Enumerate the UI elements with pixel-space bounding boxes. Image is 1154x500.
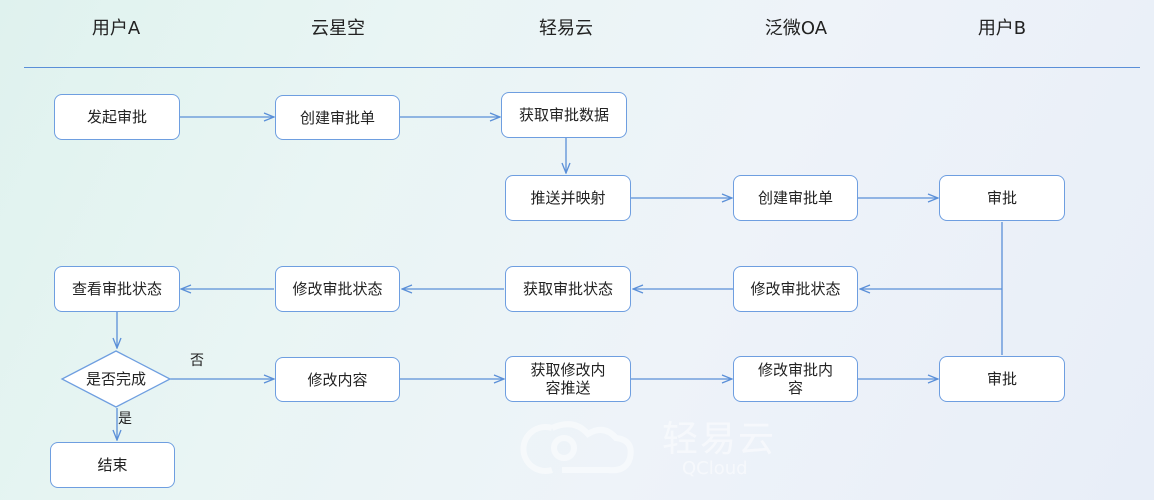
- decision-label: 是否完成: [85, 370, 146, 388]
- decision-diamond: [60, 350, 172, 408]
- qcloud-logo-icon: [520, 421, 634, 474]
- node-fetch-mod-push-line1: 获取修改内: [530, 361, 606, 379]
- node-get-status: 获取审批状态: [505, 266, 631, 312]
- lane-title-fanwei-oa: 泛微OA: [764, 18, 828, 39]
- lane-title-qingyiyun: 轻易云: [539, 18, 593, 39]
- node-end: 结束: [50, 442, 175, 488]
- node-start-approval: 发起审批: [54, 94, 180, 140]
- node-modify-status-yxk: 修改审批状态: [275, 266, 400, 312]
- node-modify-content: 修改内容: [275, 357, 400, 402]
- node-modify-approval-content-line1: 修改审批内: [757, 361, 833, 379]
- header-divider: [24, 67, 1140, 68]
- node-approve-1: 审批: [939, 175, 1065, 221]
- node-modify-approval-content-line2: 容: [787, 379, 803, 397]
- watermark-text: 轻易云: [662, 419, 777, 460]
- lane-title-user-b: 用户B: [977, 18, 1027, 39]
- node-fetch-mod-push-line2: 容推送: [545, 379, 591, 397]
- node-push-and-map: 推送并映射: [505, 175, 631, 221]
- node-modify-status-fw: 修改审批状态: [733, 266, 858, 312]
- node-modify-approval-content: 修改审批内 容: [733, 356, 858, 402]
- node-create-approval-yxk: 创建审批单: [275, 95, 400, 140]
- edge-label-yes: 是: [118, 411, 132, 427]
- node-fetch-mod-push: 获取修改内 容推送: [505, 356, 631, 402]
- watermark-subtext: QCloud: [682, 458, 748, 479]
- edge-label-no: 否: [190, 353, 204, 369]
- node-approve-2: 审批: [939, 356, 1065, 402]
- node-create-approval-fw: 创建审批单: [733, 175, 858, 221]
- qcloud-watermark: 轻易云 QCloud: [512, 408, 802, 488]
- lane-title-user-a: 用户A: [91, 18, 141, 39]
- node-fetch-approval-data: 获取审批数据: [501, 92, 627, 138]
- node-view-status: 查看审批状态: [54, 266, 180, 312]
- lane-title-yunxingkong: 云星空: [311, 18, 365, 39]
